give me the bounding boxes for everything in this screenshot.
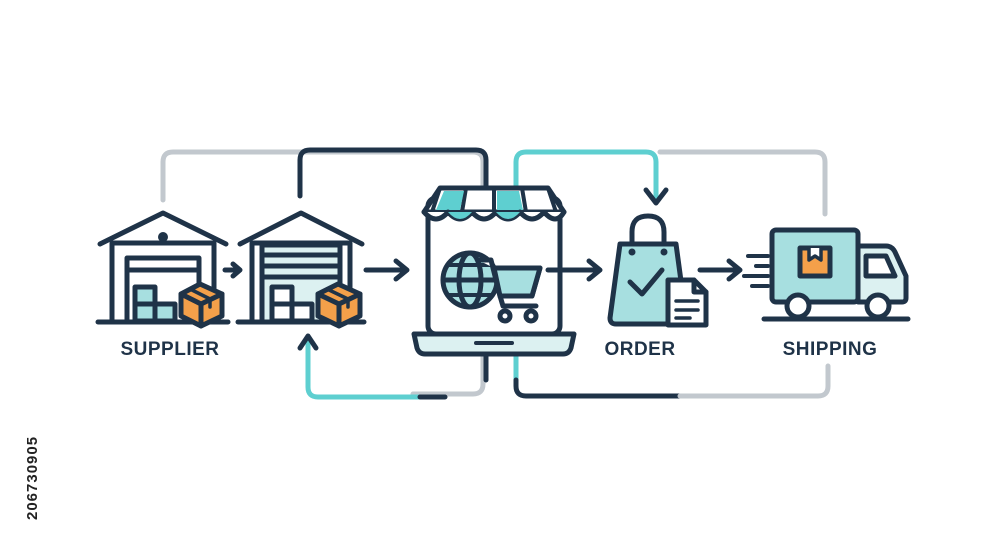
order-label: ORDER <box>604 339 676 360</box>
warehouse-icon <box>95 210 231 329</box>
arrow-right-icon <box>545 258 603 282</box>
gray-loop-right <box>657 149 828 217</box>
connector-lines <box>160 147 831 400</box>
shopping-cart-icon <box>475 257 543 324</box>
gray-loop-left <box>160 149 486 397</box>
shopping-bag-order-icon <box>607 213 709 328</box>
box-icon <box>315 281 363 329</box>
teal-loop-right <box>513 149 659 383</box>
gray-loop-bottom-right <box>677 363 831 399</box>
online-store-laptop-icon <box>411 185 577 357</box>
awning-icon <box>421 185 567 222</box>
box-icon <box>178 281 225 329</box>
warehouse-icon <box>235 210 367 329</box>
arrow-right-icon <box>363 258 410 282</box>
return-arrow-up <box>297 333 319 351</box>
shipping-label: SHIPPING <box>782 339 878 360</box>
supplier-label: SUPPLIER <box>120 339 220 360</box>
arrow-right-icon <box>697 258 743 282</box>
dark-loop-bottom-right <box>513 377 683 399</box>
teal-loop-return <box>305 337 423 400</box>
box-icon <box>797 245 833 279</box>
dark-loop-left <box>297 147 489 383</box>
document-icon <box>665 277 709 328</box>
delivery-truck-icon <box>742 227 911 322</box>
down-arrow-to-order <box>643 187 669 206</box>
arrow-right-icon <box>222 261 243 279</box>
speed-lines <box>742 254 770 288</box>
stock-image-id: 206730905 <box>24 435 41 520</box>
